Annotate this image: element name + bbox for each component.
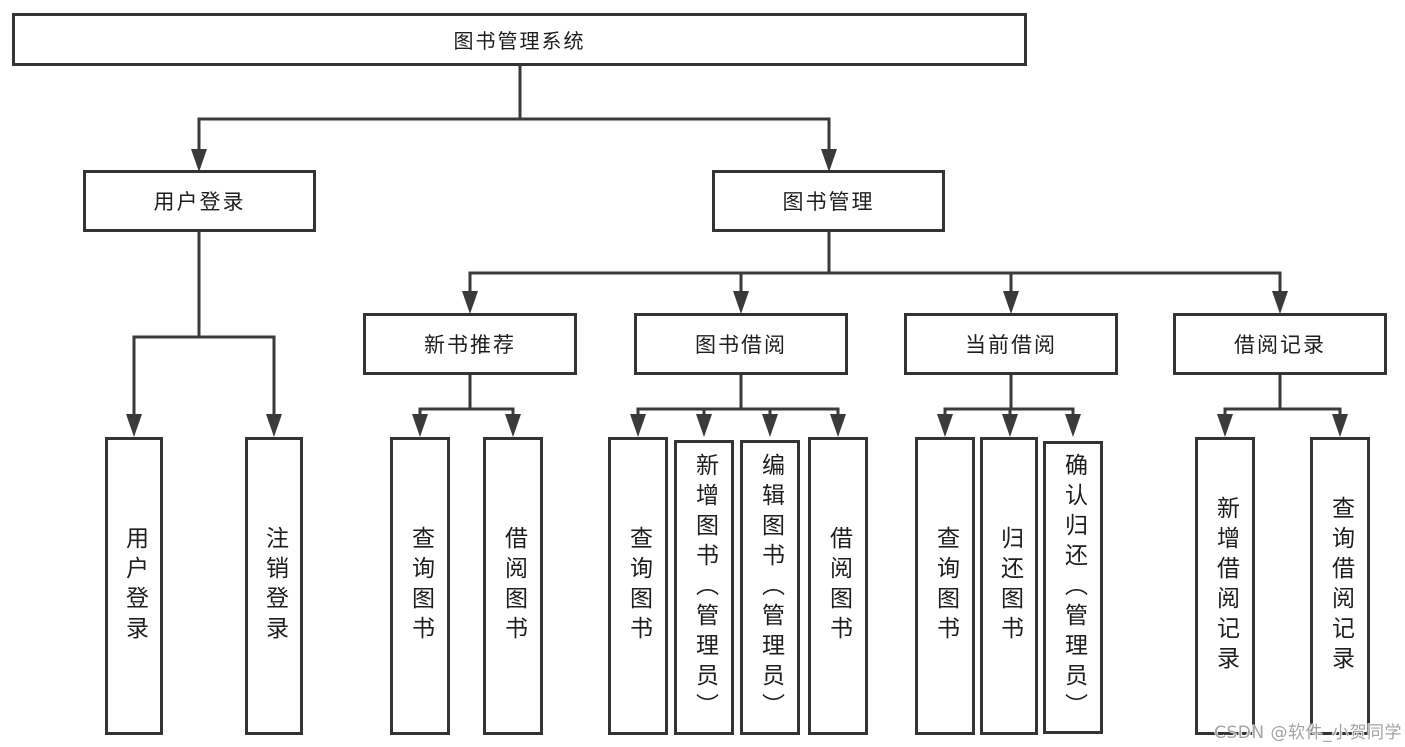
node-current-borrow-label: 当前借阅 xyxy=(965,333,1057,357)
leaf-edit-book-admin: 编辑图书（管理员） xyxy=(740,440,800,735)
node-book-borrow: 图书借阅 xyxy=(634,313,848,375)
node-root-system: 图书管理系统 xyxy=(12,13,1027,66)
leaf-borrow-books-recommend-label: 借阅图书 xyxy=(500,526,527,646)
leaf-add-borrow-record-label: 新增借阅记录 xyxy=(1212,496,1239,676)
leaf-query-borrow-record: 查询借阅记录 xyxy=(1310,437,1370,735)
node-user-login: 用户登录 xyxy=(83,170,316,232)
leaf-user-login-label: 用户登录 xyxy=(121,526,148,646)
node-borrow-records-label: 借阅记录 xyxy=(1234,333,1326,357)
leaf-borrow-books-recommend: 借阅图书 xyxy=(483,437,543,735)
arrowhead-icons xyxy=(126,149,1348,437)
leaf-confirm-return-admin-label: 确认归还（管理员） xyxy=(1060,452,1087,723)
leaf-query-books-current: 查询图书 xyxy=(915,437,975,735)
node-borrow-records: 借阅记录 xyxy=(1173,313,1387,375)
leaf-confirm-return-admin: 确认归还（管理员） xyxy=(1043,441,1103,734)
node-user-login-label: 用户登录 xyxy=(153,190,246,214)
leaf-add-book-admin: 新增图书（管理员） xyxy=(674,440,734,735)
node-new-book-recommend: 新书推荐 xyxy=(363,313,577,375)
leaf-logout-label: 注销登录 xyxy=(261,526,288,646)
node-book-management-label: 图书管理 xyxy=(782,190,875,214)
leaf-query-borrow-record-label: 查询借阅记录 xyxy=(1327,496,1354,676)
node-current-borrow: 当前借阅 xyxy=(904,313,1118,375)
leaf-query-books-borrow-label: 查询图书 xyxy=(625,526,652,646)
node-book-management: 图书管理 xyxy=(712,170,945,232)
node-root-label: 图书管理系统 xyxy=(453,29,586,53)
leaf-logout: 注销登录 xyxy=(245,437,303,735)
node-book-borrow-label: 图书借阅 xyxy=(695,333,787,357)
leaf-borrow-books: 借阅图书 xyxy=(808,437,868,735)
csdn-watermark: CSDN @软件_小贺同学 xyxy=(1214,723,1402,743)
node-new-book-recommend-label: 新书推荐 xyxy=(424,333,516,357)
leaf-borrow-books-label: 借阅图书 xyxy=(825,526,852,646)
leaf-return-book: 归还图书 xyxy=(980,437,1038,735)
leaf-edit-book-admin-label: 编辑图书（管理员） xyxy=(757,452,784,723)
leaf-add-borrow-record: 新增借阅记录 xyxy=(1195,437,1255,735)
leaf-add-book-admin-label: 新增图书（管理员） xyxy=(691,452,718,723)
leaf-query-books-borrow: 查询图书 xyxy=(608,437,668,735)
leaf-user-login: 用户登录 xyxy=(105,437,163,735)
leaf-query-books-recommend-label: 查询图书 xyxy=(407,526,434,646)
leaf-return-book-label: 归还图书 xyxy=(996,526,1023,646)
leaf-query-books-recommend: 查询图书 xyxy=(390,437,450,735)
leaf-query-books-current-label: 查询图书 xyxy=(932,526,959,646)
